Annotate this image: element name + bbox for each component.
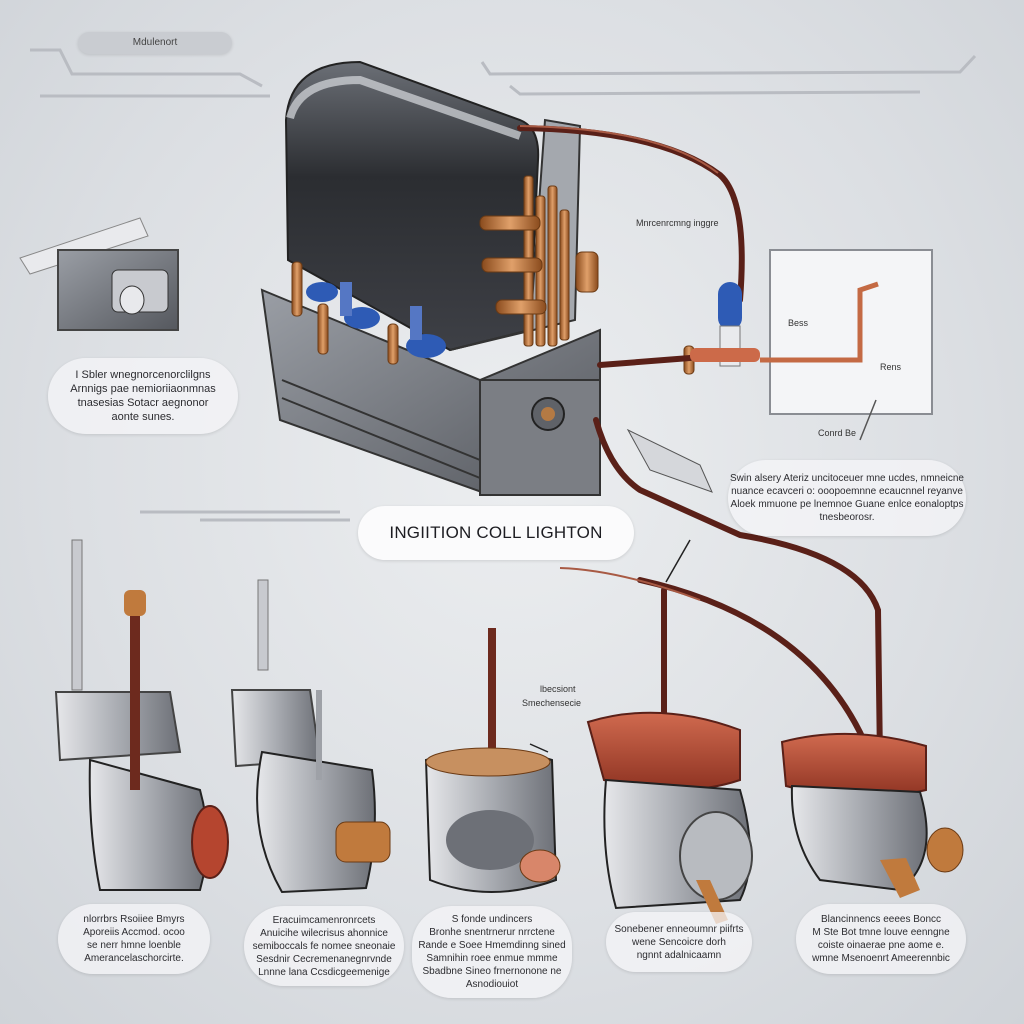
note-line: Samnihin roee enmue mmme [426,953,558,964]
note-line: wmne Msenoenrt Ameerennbic [812,953,950,964]
bottom-coil-5 [780,732,964,898]
coil-base [260,288,601,497]
note-line: wene Sencoicre dorh [632,936,726,948]
note-line: Blancinnencs eeees Boncc [820,914,942,925]
note-line: I Sbler wnegnorcenorclilgns [75,369,211,381]
note-left-mid: I Sbler wnegnorcenorclilgns Arnnigs pae … [48,358,238,434]
note-right-mid: Swin alsery Ateriz uncitoceuer mne ucdes… [728,460,966,536]
note-line: nuance ecavceri o: ooopoemnne ecaucnnel … [731,486,963,497]
note-line: Swin alsery Ateriz uncitoceuer mne ucdes… [729,473,964,484]
note-line: S fonde undincers [451,914,533,925]
diagram-title: INGIITION COLL LIGHTON [358,506,634,560]
side-panel [760,249,933,441]
note-line: Amerancelaschorcirte. [84,953,184,964]
bottom-coil-3 [424,628,561,893]
coil-connector [531,397,565,431]
blue-caps [306,282,446,358]
note-bottom-4: Sonebener enneoumnr piifrts wene Sencoic… [606,912,752,972]
note-line: semiboccals fe nomee sneonaie [252,940,396,952]
note-line: tnasesias Sotacr aegnonor [77,397,209,409]
note-line: aonte sunes. [111,411,175,423]
label-mid-1: lbecsiont [540,684,576,694]
note-line: ngnnt adalnicaamn [636,949,722,961]
note-line: Sesdnir Cecremenanegnrvnde [256,953,392,965]
note-line: Aporeiis Accmod. ocoo [83,927,185,938]
note-line: Eracuimcamenronrcets [272,914,376,926]
note-line: Aloek mmuone pe lnemnoe Guane enlce eona… [730,499,964,510]
label-box-under: Conrd Be [818,428,857,438]
note-line: Anuicihe wilecrisus ahonnice [260,927,388,939]
terminal-clip [626,428,713,493]
note-bottom-3: S fonde undincers Bronhe snentrnerur nrr… [412,906,572,998]
note-line: tnesbeorosr. [819,512,875,523]
note-bottom-1: nlorrbrs Rsoiiee Bmyrs Aporeiis Accmod. … [58,904,210,974]
note-line: se nerr hmne loenble [87,940,181,951]
top-tag-label: Mdulenort [78,32,232,54]
bottom-coil-2 [230,579,391,894]
note-bottom-5: Blancinnencs eeees Boncc M Ste Bot tmne … [796,904,966,974]
note-line: Asnodiouiot [465,979,519,990]
top-leader-lines [30,48,977,522]
note-line: Bronhe snentrnerur nrrctene [429,927,555,938]
title-leader-line [665,539,691,583]
note-line: M Ste Bot tmne louve eenngne [812,927,950,938]
note-line: coiste oinaerae pne aome e. [817,940,945,951]
label-coil-top: Mnrcenrcmng inggre [636,218,719,228]
label-box-left: Bess [788,318,809,328]
note-line: Rande e Soee Hmemdinng sined [418,940,566,951]
note-line: Arnnigs pae nemioriiaonmnas [70,383,216,395]
bottom-coil-1 [54,539,229,891]
label-box-right: Rens [880,362,902,372]
wire-highlights [519,125,719,601]
label-mid-2: Smechensecie [522,698,582,708]
note-line: Lnnne lana Ccsdicgeemenige [258,966,390,978]
auxiliary-block [19,217,179,331]
bottom-coil-4 [586,711,753,924]
note-line: Sonebener enneoumnr piifrts [614,923,744,935]
mid-leader-line [529,743,549,753]
wire-plug [690,282,760,367]
note-bottom-2: Eracuimcamenronrcets Anuicihe wilecrisus… [244,906,404,986]
note-line: Sbadbne Sineo frnernonone ne [422,966,562,977]
note-line: nlorrbrs Rsoiiee Bmyrs [83,914,185,925]
